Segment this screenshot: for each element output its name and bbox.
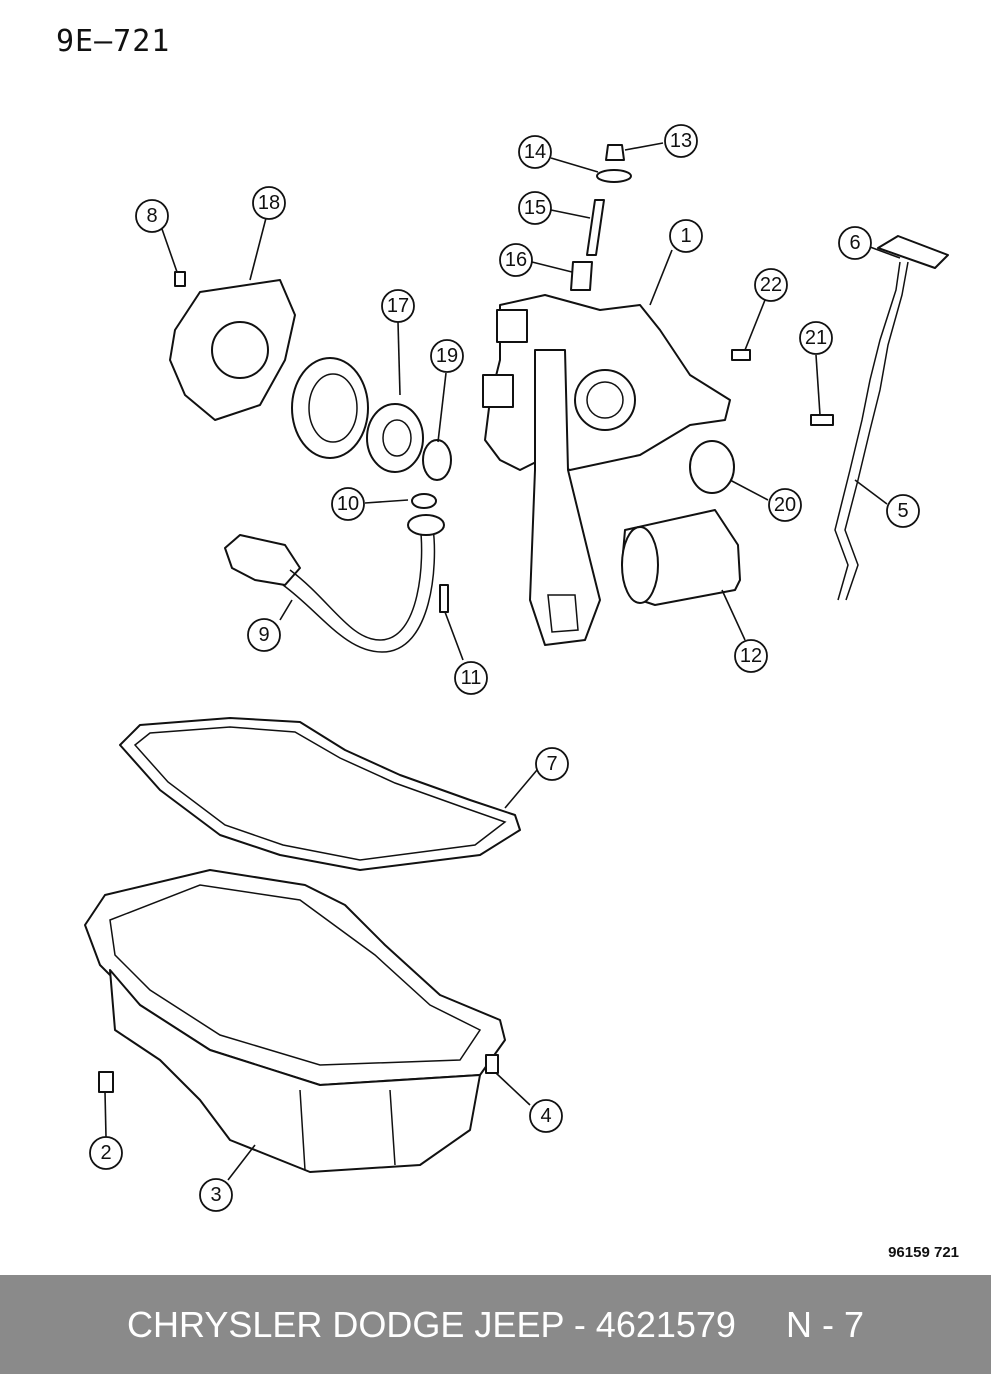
callout-2: 2 [89,1136,123,1170]
callout-label-19: 19 [436,345,458,367]
outer-rotor [291,357,424,473]
callout-9: 9 [247,618,281,652]
callout-label-6: 6 [849,232,860,254]
callout-17: 17 [381,289,415,323]
callout-3: 3 [199,1178,233,1212]
exploded-parts-diagram: 1 2 3 4 5 6 7 8 9 10 11 12 13 14 15 16 1… [84,124,949,1212]
callout-label-7: 7 [546,753,557,775]
callout-5: 5 [886,494,920,528]
callout-label-21: 21 [805,327,827,349]
oil-filter [621,509,741,606]
callout-label-20: 20 [774,494,796,516]
callout-10: 10 [331,487,365,521]
leader-lines [104,142,901,1181]
callout-8: 8 [135,199,169,233]
callout-label-22: 22 [760,274,782,296]
cover-bolt [174,271,186,287]
oil-pan [84,869,506,1173]
callout-6: 6 [838,226,872,260]
callout-4: 4 [529,1099,563,1133]
callout-label-18: 18 [258,192,280,214]
callout-14: 14 [518,135,552,169]
callout-18: 18 [252,186,286,220]
callout-label-15: 15 [524,197,546,219]
pan-bolt [98,1071,114,1093]
diagram-reference: 9E–721 [56,24,171,59]
callout-7: 7 [535,747,569,781]
seal-ring [422,439,452,481]
callout-label-1: 1 [680,225,691,247]
callout-20: 20 [768,488,802,522]
oil-pickup-tube [224,493,445,653]
oil-pan-gasket [119,717,521,871]
pump-bolt [731,349,751,361]
callout-label-5: 5 [897,500,908,522]
pump-cover [169,279,296,421]
footer-text: CHRYSLER DODGE JEEP - 4621579 N - 7 [127,1303,864,1345]
callout-label-11: 11 [461,667,482,689]
dipstick-assembly [834,235,949,601]
callout-label-12: 12 [740,645,762,667]
callout-22: 22 [754,268,788,302]
callout-label-2: 2 [100,1142,111,1164]
crank-seal [689,440,735,494]
oil-pump-housing [482,294,731,646]
callout-label-3: 3 [210,1184,221,1206]
tube-bolt [810,414,834,426]
relief-valve-assembly [570,144,632,291]
callout-11: 11 [454,661,488,695]
callout-label-8: 8 [146,205,157,227]
callout-label-4: 4 [540,1105,551,1127]
callout-15: 15 [518,191,552,225]
pickup-bolt [439,584,449,613]
callout-1: 1 [669,219,703,253]
callout-13: 13 [664,124,698,158]
callout-19: 19 [430,339,464,373]
drawing-code: 96159 721 [888,1244,959,1261]
footer-bar: CHRYSLER DODGE JEEP - 4621579 N - 7 [0,1275,991,1374]
callout-label-10: 10 [337,493,359,515]
callout-label-17: 17 [387,295,409,317]
callout-16: 16 [499,243,533,277]
callout-label-16: 16 [505,249,527,271]
callout-label-14: 14 [524,141,546,163]
callout-21: 21 [799,321,833,355]
callout-label-9: 9 [258,624,269,646]
callout-12: 12 [734,639,768,673]
callout-label-13: 13 [670,130,692,152]
pan-stud [485,1054,499,1074]
